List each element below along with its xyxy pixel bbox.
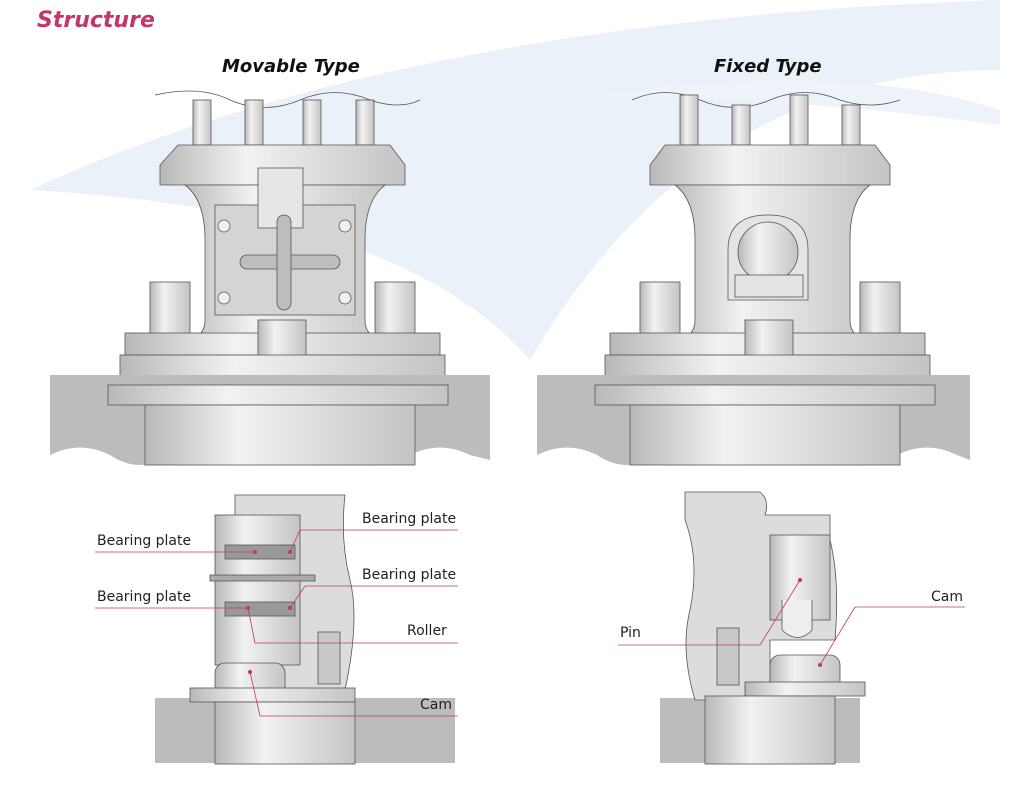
movable-type-heading: Movable Type: [222, 56, 360, 77]
label-bearing-plate: Bearing plate: [362, 511, 457, 527]
label-bearing-plate: Bearing plate: [97, 533, 192, 549]
fixed-type-assembly: [537, 92, 970, 470]
fixed-detail-section: [660, 491, 866, 765]
label-cam: Cam: [420, 697, 452, 713]
movable-detail-section: [155, 494, 455, 765]
label-bearing-plate: Bearing plate: [97, 589, 192, 605]
label-pin: Pin: [620, 625, 641, 641]
label-points: [246, 550, 822, 674]
movable-type-assembly: [50, 90, 490, 470]
fixed-type-heading: Fixed Type: [714, 56, 822, 77]
label-cam: Cam: [931, 589, 963, 605]
label-roller: Roller: [407, 623, 447, 639]
page-title: Structure: [37, 8, 155, 33]
label-leaders: [95, 529, 965, 717]
label-bearing-plate: Bearing plate: [362, 567, 457, 583]
